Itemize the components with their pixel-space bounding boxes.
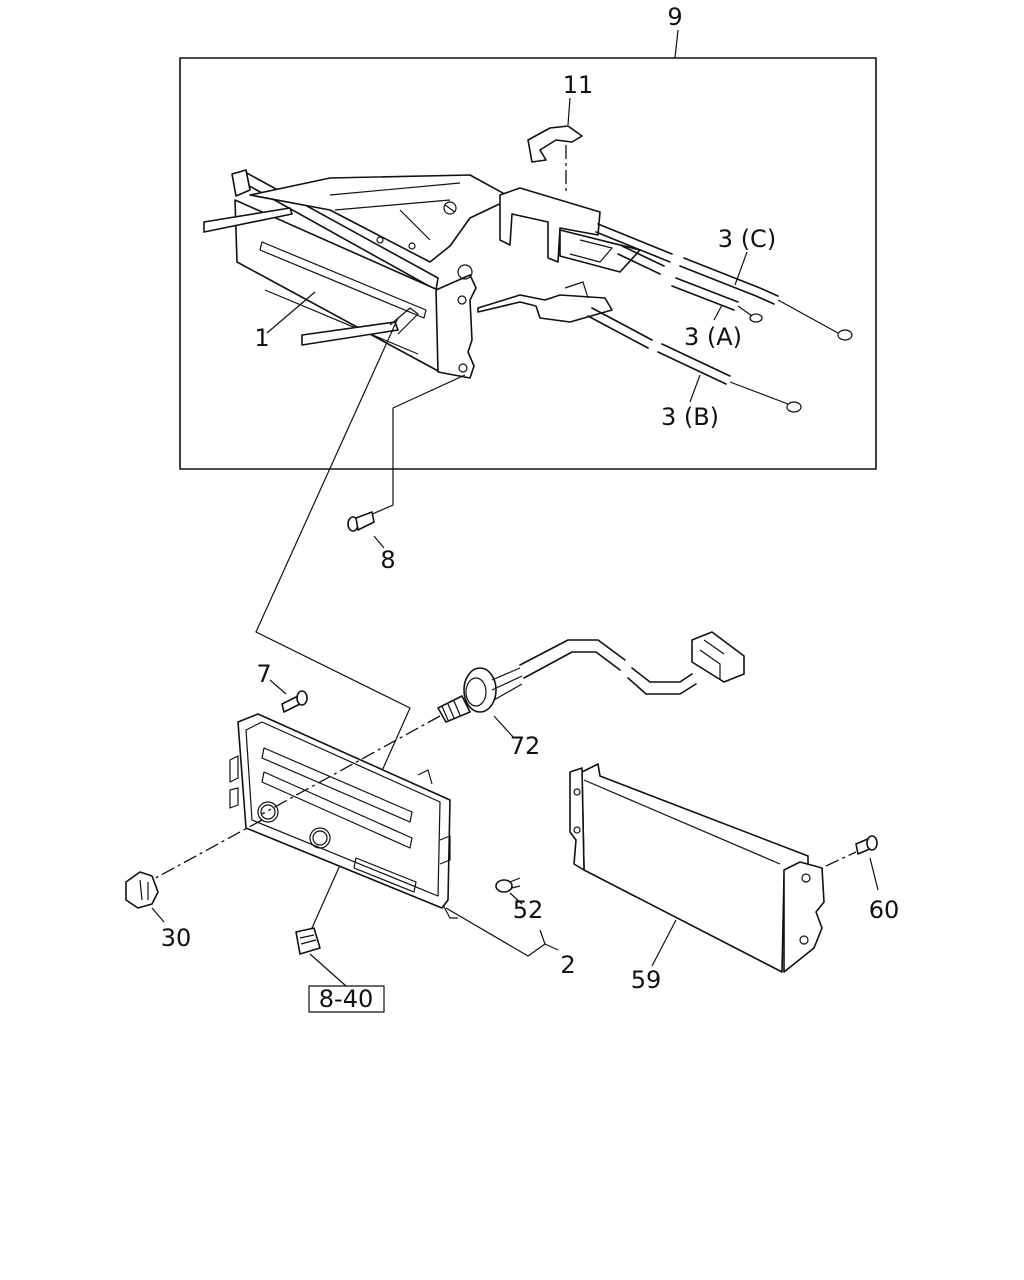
callout-1: 1 (254, 324, 269, 352)
callout-3a: 3 (A) (684, 323, 742, 351)
leader-59 (651, 919, 677, 967)
control-cable-3a (617, 245, 763, 323)
callout-60: 60 (869, 896, 900, 924)
reference-8-40: 8-40 (319, 985, 373, 1013)
leader-52 (509, 892, 523, 905)
cable-bracket-upper (499, 187, 641, 273)
knob-30 (125, 871, 159, 909)
ref-box (308, 985, 385, 1013)
leader-2-bracket (445, 907, 546, 957)
leader-30 (151, 907, 165, 923)
leader-60 (869, 857, 879, 891)
screw-7 (281, 690, 308, 713)
knob-alignment-line (151, 819, 263, 881)
bolt-60 (855, 835, 878, 855)
leader-72 (493, 715, 515, 739)
control-cable-3b (587, 307, 802, 413)
screw-8-leader-path (367, 374, 466, 517)
control-cable-3c (595, 223, 853, 341)
screw-8 (347, 511, 375, 532)
bulb-52 (495, 877, 521, 893)
leader-2 (544, 943, 559, 951)
cover-bracket-59 (569, 763, 825, 973)
switch-harness-72 (437, 631, 745, 723)
callout-52: 52 (513, 896, 544, 924)
leader-ref (309, 953, 347, 987)
callout-3b: 3 (B) (661, 403, 719, 431)
assembly-frame-9 (179, 57, 877, 470)
leader-9 (674, 29, 679, 59)
cable-bracket-lower (477, 281, 613, 323)
leader-3b (689, 374, 701, 403)
cable-clip-11 (527, 125, 583, 163)
callout-9: 9 (667, 3, 682, 31)
callout-72: 72 (510, 732, 541, 760)
leader-1 (266, 291, 316, 334)
leader-3a (713, 304, 723, 321)
leader-8 (373, 535, 385, 549)
knob-shaft-alignment (261, 715, 441, 815)
leader-7 (269, 679, 287, 695)
callout-3c: 3 (C) (718, 225, 776, 253)
callout-11: 11 (563, 71, 594, 99)
callout-2: 2 (560, 951, 575, 979)
callout-59: 59 (631, 966, 662, 994)
leader-11 (567, 97, 571, 126)
control-bracket-1 (203, 169, 513, 379)
callout-30: 30 (161, 924, 192, 952)
control-panel-2 (229, 713, 458, 919)
callout-8: 8 (380, 546, 395, 574)
leader-3c (734, 251, 748, 286)
bolt-alignment-line (825, 851, 857, 867)
callout-7: 7 (256, 660, 271, 688)
bulb-socket-ref (295, 927, 321, 955)
